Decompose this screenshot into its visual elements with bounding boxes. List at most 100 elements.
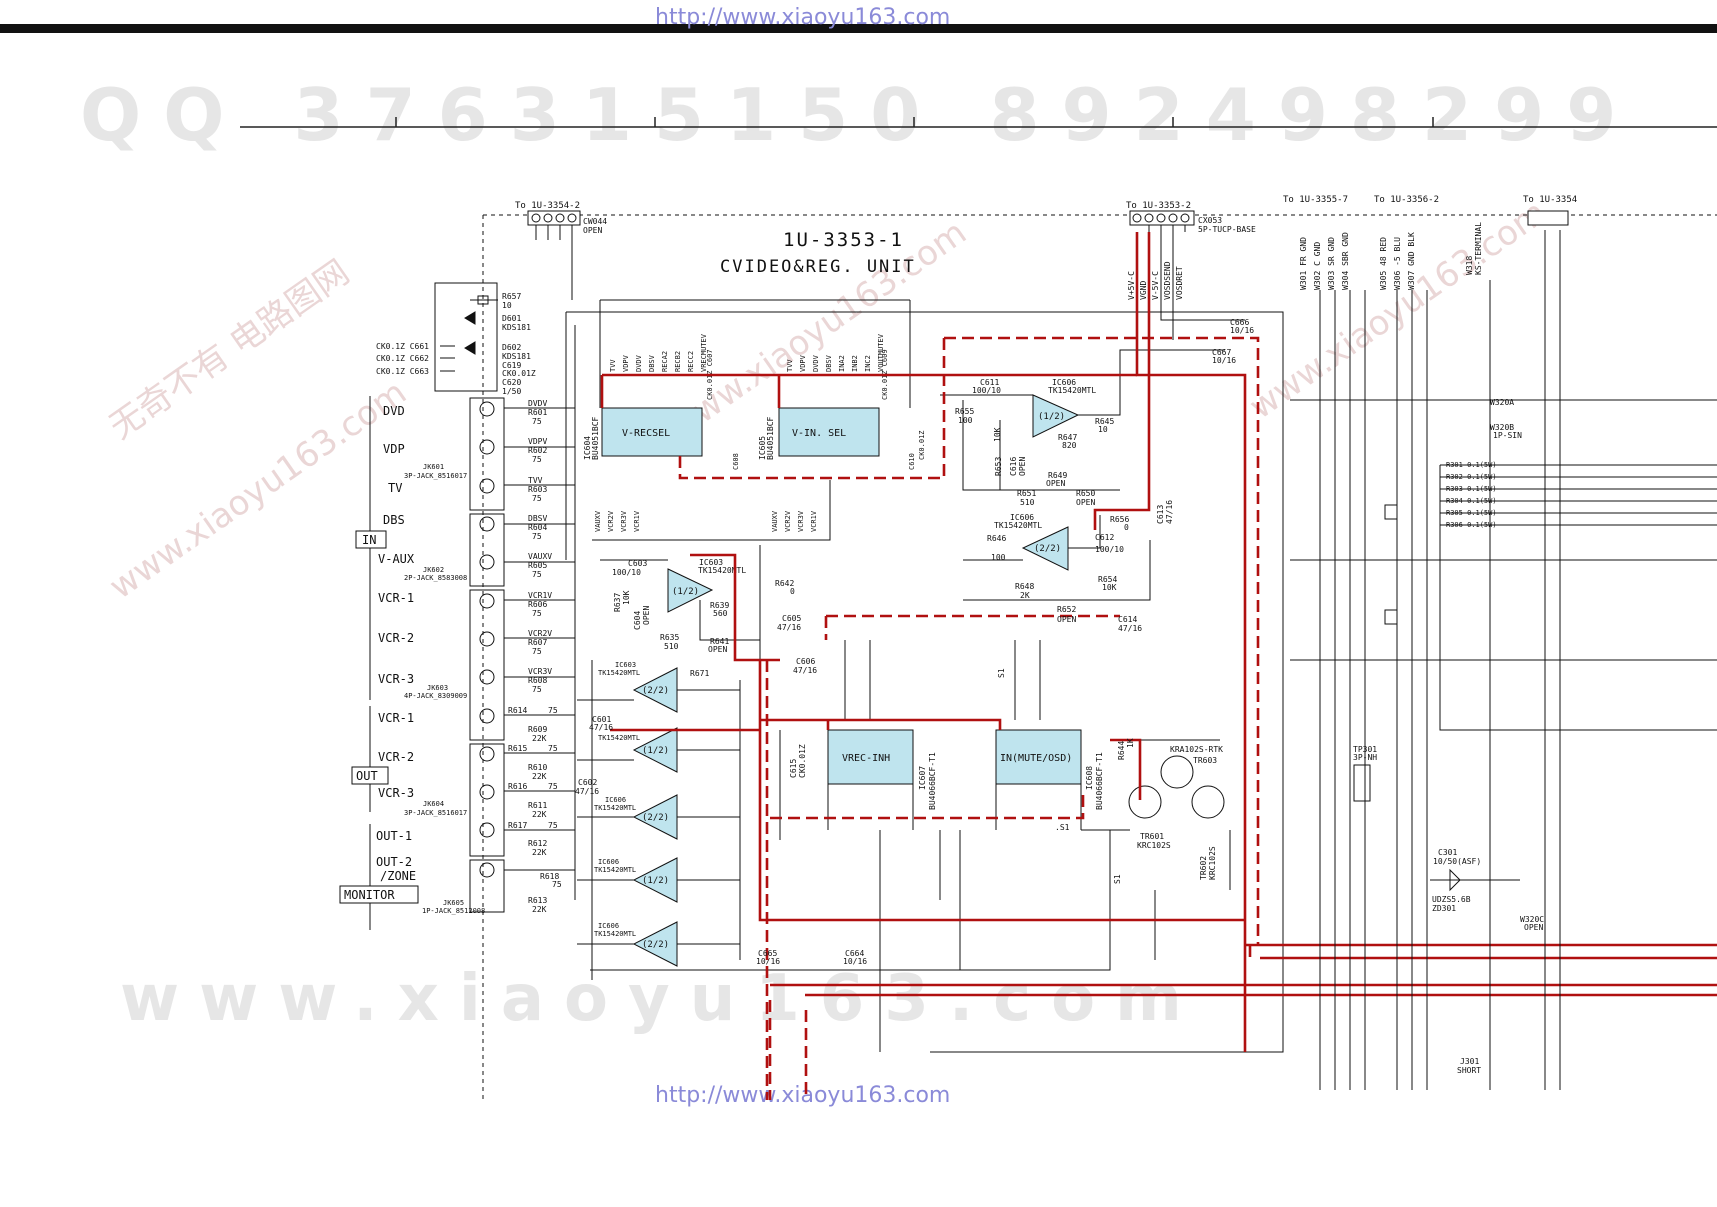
svg-text:IC604: IC604 bbox=[583, 436, 592, 460]
input-vcr3-label: VCR-3 bbox=[378, 672, 414, 686]
svg-text:CX053: CX053 bbox=[1198, 216, 1222, 225]
bus-signal-label: VCR3V bbox=[620, 510, 628, 532]
top-border-bar bbox=[0, 24, 1717, 33]
svg-text:C665: C665 bbox=[758, 949, 777, 958]
svg-text:IC603: IC603 bbox=[699, 558, 723, 567]
wire-label: W302 C GND bbox=[1313, 242, 1322, 290]
svg-text:TK15420MTL: TK15420MTL bbox=[598, 734, 640, 742]
to-3354-right-label: To 1U-3354 bbox=[1523, 195, 1577, 205]
output-resistor-value: 22K bbox=[532, 772, 547, 781]
power-traces-solid bbox=[600, 232, 1717, 1052]
input-resistor-ref: R604 bbox=[528, 523, 547, 532]
svg-text:R651: R651 bbox=[1017, 489, 1036, 498]
svg-text:1P-JACK_8512008: 1P-JACK_8512008 bbox=[422, 907, 485, 915]
shunt-resistor-label: R305 0.1(5W) bbox=[1446, 509, 1497, 517]
svg-text:(1/2): (1/2) bbox=[642, 746, 669, 756]
svg-text:IC607: IC607 bbox=[918, 766, 927, 790]
svg-text:VOSDRET: VOSDRET bbox=[1175, 266, 1184, 300]
svg-text:47/16: 47/16 bbox=[777, 623, 801, 632]
bus-signal-label: TVV bbox=[786, 359, 794, 372]
d602-part: KDS181 bbox=[502, 352, 531, 361]
svg-text:100/10: 100/10 bbox=[1095, 545, 1124, 554]
bus-signal-label: TVV bbox=[609, 359, 617, 372]
output-resistor-value: 75 bbox=[548, 744, 558, 753]
wire-label: W303 SR GND bbox=[1327, 237, 1336, 290]
svg-text:OPEN: OPEN bbox=[1076, 498, 1095, 507]
svg-text:IN(MUTE/OSD): IN(MUTE/OSD) bbox=[1000, 753, 1072, 764]
bus-signal-label: VDPV bbox=[799, 354, 807, 372]
input-signal-label: VCR1V bbox=[528, 591, 552, 600]
svg-text:OPEN: OPEN bbox=[1046, 479, 1065, 488]
svg-text:V-RECSEL: V-RECSEL bbox=[622, 428, 670, 439]
svg-text:47/16: 47/16 bbox=[1165, 500, 1174, 524]
tr602-ref: TR602 bbox=[1199, 856, 1208, 880]
svg-text:C611: C611 bbox=[980, 378, 999, 387]
output-resistor-ref: R609 bbox=[528, 725, 547, 734]
bus-signal-label: DBSV bbox=[825, 354, 833, 372]
input-signal-label: DBSV bbox=[528, 514, 547, 523]
c619-value: CK0.01Z bbox=[502, 369, 536, 378]
svg-text:100/10: 100/10 bbox=[972, 386, 1001, 395]
svg-text:47/16: 47/16 bbox=[589, 723, 613, 732]
svg-text:IC606: IC606 bbox=[1052, 378, 1076, 387]
svg-text:(2/2): (2/2) bbox=[642, 813, 669, 823]
svg-text:510: 510 bbox=[1020, 498, 1035, 507]
svg-text:R650: R650 bbox=[1076, 489, 1095, 498]
svg-text:UDZS5.6B: UDZS5.6B bbox=[1432, 895, 1471, 904]
c610-label: C610 bbox=[908, 453, 916, 470]
svg-text:R649: R649 bbox=[1048, 471, 1067, 480]
svg-text:10K: 10K bbox=[622, 590, 631, 605]
svg-text:10/16: 10/16 bbox=[1230, 326, 1254, 335]
svg-text:C603: C603 bbox=[628, 559, 647, 568]
svg-text:C602: C602 bbox=[578, 778, 597, 787]
svg-text:47/16: 47/16 bbox=[793, 666, 817, 675]
d602-ref: D602 bbox=[502, 343, 521, 352]
output-resistor-ref: R618 bbox=[540, 872, 559, 881]
input-signal-label: DVDV bbox=[528, 399, 547, 408]
svg-text:C605: C605 bbox=[782, 614, 801, 623]
input-resistor-ref: R603 bbox=[528, 485, 547, 494]
svg-text:JK604: JK604 bbox=[423, 800, 444, 808]
input-dbs-label: DBS bbox=[383, 513, 405, 527]
svg-text:SHORT: SHORT bbox=[1457, 1066, 1481, 1075]
wire-label: W305 48 RED bbox=[1379, 237, 1388, 290]
svg-text:0: 0 bbox=[790, 587, 795, 596]
svg-text:OPEN: OPEN bbox=[708, 645, 727, 654]
svg-text:100: 100 bbox=[991, 553, 1006, 562]
input-resistor-ref: R605 bbox=[528, 561, 547, 570]
r657-value: 10 bbox=[502, 301, 512, 310]
svg-text:IC608: IC608 bbox=[1085, 766, 1094, 790]
tr603-ref: TR603 bbox=[1193, 756, 1217, 765]
svg-text:BU4066BCF-T1: BU4066BCF-T1 bbox=[1095, 752, 1104, 810]
output-resistor-ref: R612 bbox=[528, 839, 547, 848]
output-resistor-ref: R614 bbox=[508, 706, 527, 715]
wire-label: W307 GND BLK bbox=[1407, 232, 1416, 290]
svg-text:C615: C615 bbox=[789, 759, 798, 778]
input-vcr2-label: VCR-2 bbox=[378, 631, 414, 645]
bus-signal-label: VCR3V bbox=[797, 510, 805, 532]
wire-label: W301 FR GND bbox=[1299, 237, 1308, 290]
bus-signal-label: INC2 bbox=[864, 355, 872, 372]
bus-signal-label: VCR1V bbox=[810, 510, 818, 532]
svg-text:To 1U-3353-2: To 1U-3353-2 bbox=[1126, 201, 1191, 211]
diode-block bbox=[434, 282, 498, 392]
input-signal-label: VCR2V bbox=[528, 629, 552, 638]
svg-text:4P-JACK_8309009: 4P-JACK_8309009 bbox=[404, 692, 467, 700]
svg-text:R641: R641 bbox=[710, 637, 729, 646]
bus-signal-label: VAUXV bbox=[771, 510, 779, 532]
output-resistor-value: 22K bbox=[532, 905, 547, 914]
svg-text:R646: R646 bbox=[987, 534, 1006, 543]
svg-text:IC606: IC606 bbox=[598, 922, 619, 930]
input-signal-label: VCR3V bbox=[528, 667, 552, 676]
input-resistor-ref: R606 bbox=[528, 600, 547, 609]
svg-text:1K: 1K bbox=[1126, 738, 1135, 748]
unit-subtitle: CVIDEO&REG. UNIT bbox=[720, 257, 916, 277]
c610-value: CK0.01Z bbox=[918, 430, 926, 460]
svg-text:R653: R653 bbox=[994, 457, 1003, 476]
svg-text:0: 0 bbox=[1124, 523, 1129, 532]
url-watermark-top: http://www.xiaoyu163.com bbox=[655, 5, 951, 30]
svg-text:BU4066BCF-T1: BU4066BCF-T1 bbox=[928, 752, 937, 810]
